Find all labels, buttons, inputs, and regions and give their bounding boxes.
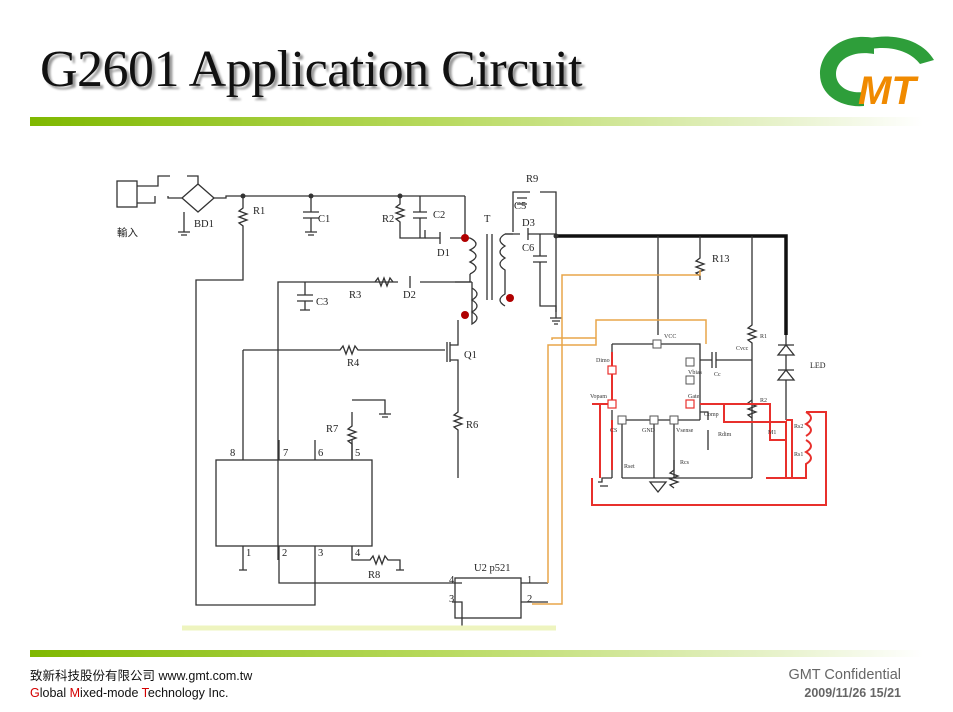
bridge-rectifier-bd1 — [181, 183, 215, 213]
c1-label: C1 — [318, 214, 330, 225]
vsense-label: Vsense — [676, 428, 694, 434]
transformer-label: T — [484, 214, 491, 225]
winding-dot-primary — [461, 234, 469, 242]
led-label: LED — [810, 361, 826, 370]
ic-pin6: 6 — [318, 448, 323, 459]
r4-label: R4 — [347, 358, 360, 369]
ic-pin1: 1 — [246, 548, 251, 559]
r2b-label: R2 — [760, 398, 767, 404]
footer-divider-bar — [30, 650, 923, 657]
r9-label: R9 — [526, 174, 538, 185]
gnd-label: GND — [642, 428, 656, 434]
rs2-label: Rs2 — [794, 424, 803, 430]
r1-label: R1 — [253, 206, 265, 217]
m1-label: M1 — [768, 430, 776, 436]
c6-label: C6 — [522, 243, 534, 254]
vopam-label: Vopam — [590, 394, 607, 400]
opto-pin3: 3 — [449, 594, 454, 605]
u2-label: U2 p521 — [474, 563, 510, 574]
ic-pin2: 2 — [282, 548, 287, 559]
company-name-cn: 致新科技股份有限公司 — [30, 669, 156, 683]
footer-confidential: GMT Confidential 2009/11/26 15/21 — [788, 666, 901, 702]
ic-pin8: 8 — [230, 448, 235, 459]
comp-label: Comp — [704, 412, 719, 418]
d2-label: D2 — [403, 290, 416, 301]
opto-pin1: 1 — [527, 575, 532, 586]
r7-label: R7 — [326, 424, 338, 435]
ic-pin5: 5 — [355, 448, 360, 459]
company-url: www.gmt.com.tw — [158, 669, 253, 683]
company-name-en: Global Mixed-mode Technology Inc. — [30, 686, 229, 700]
cs-label: CS — [610, 428, 617, 434]
page-title: G2601 Application Circuit — [40, 41, 583, 98]
r6-label: R6 — [466, 420, 478, 431]
gmt-logo: MT — [820, 36, 934, 110]
opto-pin4: 4 — [449, 575, 455, 586]
ic-pin4: 4 — [355, 548, 361, 559]
ic-pin7: 7 — [283, 448, 288, 459]
c5-label: C5 — [514, 201, 526, 212]
r1b-label: R1 — [760, 334, 767, 340]
date-page-number: 2009/11/26 15/21 — [804, 686, 901, 700]
rset-label: Rset — [624, 464, 635, 470]
r2-label: R2 — [382, 214, 394, 225]
svg-text:MT: MT — [858, 69, 919, 110]
c2-label: C2 — [433, 210, 445, 221]
winding-dot-aux — [461, 311, 469, 319]
r8-label: R8 — [368, 570, 380, 581]
input-connector — [116, 180, 138, 208]
rs1-label: Rs1 — [794, 452, 803, 458]
bd1-label: BD1 — [194, 219, 214, 230]
r13-label: R13 — [712, 254, 730, 265]
vbias-label: Vbias — [688, 370, 703, 376]
d1-label: D1 — [437, 248, 450, 259]
optocoupler-u2 — [454, 577, 522, 619]
c3-label: C3 — [316, 297, 328, 308]
gate-label: Gate — [688, 394, 700, 400]
vcc-label: VCC — [664, 334, 676, 340]
q1-label: Q1 — [464, 350, 477, 361]
dimo-label: Dimo — [596, 358, 610, 364]
rcs-label: Rcs — [680, 460, 690, 466]
r3-label: R3 — [349, 290, 361, 301]
controller-ic — [215, 459, 373, 547]
ic-pin3: 3 — [318, 548, 323, 559]
footer-company: 致新科技股份有限公司 www.gmt.com.tw Global Mixed-m… — [30, 668, 252, 702]
d3-label: D3 — [522, 218, 535, 229]
cvcc-label: Cvcc — [736, 346, 749, 352]
title-underline-bar — [30, 117, 923, 126]
input-label: 輸入 — [117, 226, 138, 239]
cc-label: Cc — [714, 372, 721, 378]
opto-pin2: 2 — [527, 594, 532, 605]
winding-dot-secondary — [506, 294, 514, 302]
confidential-label: GMT Confidential — [788, 667, 901, 683]
rdim-label: Rdim — [718, 432, 732, 438]
